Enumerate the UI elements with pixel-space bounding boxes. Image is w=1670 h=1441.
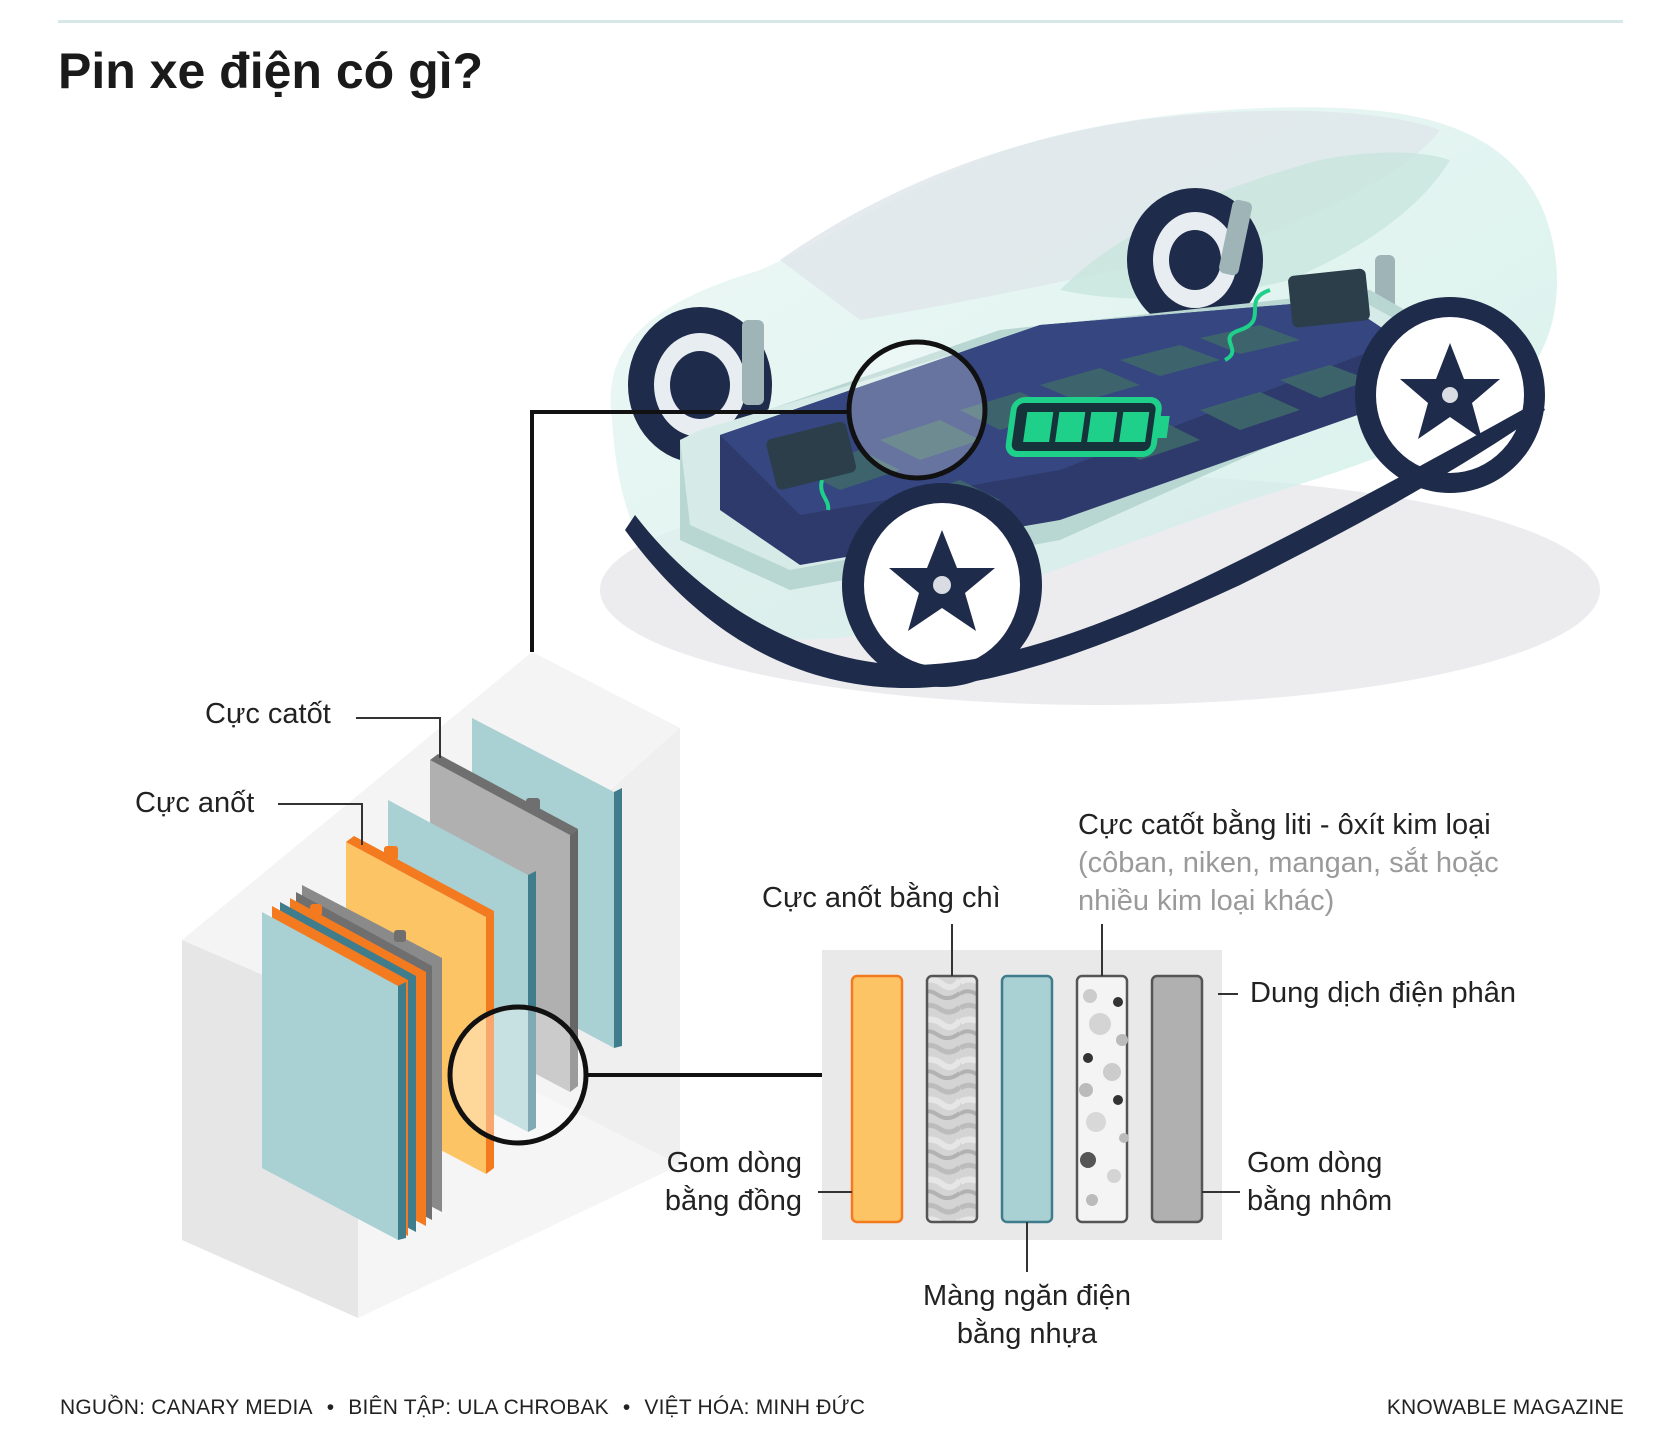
wheel-front-left [842, 483, 1042, 687]
footer-credits: NGUỒN: CANARY MEDIA•BIÊN TẬP: ULA CHROBA… [60, 1396, 866, 1419]
page-title: Pin xe điện có gì? [58, 43, 484, 99]
label-electrolyte: Dung dịch điện phân [1250, 977, 1517, 1009]
rear-motor [766, 421, 857, 490]
strut-1 [742, 320, 764, 405]
label-copper-collector-2: bằng đồng [664, 1185, 802, 1217]
strut-2 [1219, 199, 1252, 276]
car-zoom-circle [846, 339, 988, 481]
label-copper-collector-1: Gom dòng [666, 1147, 802, 1179]
leader-cathode [356, 717, 441, 758]
label-separator-1: Màng ngăn điện [923, 1280, 1131, 1312]
top-rule [58, 20, 1623, 23]
sheet-stack-front [262, 885, 442, 1240]
label-aluminum-collector-2: bằng nhôm [1247, 1185, 1393, 1217]
cell-zoom-circle [447, 1004, 589, 1146]
layer-copper-collector [850, 974, 904, 1224]
leader-lines [278, 717, 1240, 1272]
layer-graphite-anode [925, 974, 979, 1224]
layer-lithium-cathode [1075, 974, 1129, 1224]
car-underbody [625, 400, 1545, 689]
cell-layers-detail [822, 950, 1222, 1240]
label-cathode-lithium-metals: (côban, niken, mangan, sắt hoặc [1078, 847, 1499, 879]
footer-source: NGUỒN: CANARY MEDIA [60, 1396, 313, 1419]
car-illustration [600, 107, 1600, 705]
label-cathode: Cực catốt [205, 698, 331, 730]
layer-aluminum-collector [1150, 974, 1204, 1224]
layer-separator [1000, 974, 1054, 1224]
cable-rear [819, 479, 831, 511]
label-anode-graphite: Cực anốt bằng chì [762, 882, 1001, 914]
label-aluminum-collector-1: Gom dòng [1247, 1147, 1383, 1179]
front-motor [1288, 268, 1370, 328]
connector-car-to-cell [530, 410, 850, 652]
label-separator-2: bằng nhựa [956, 1318, 1098, 1350]
label-cathode-lithium-others: nhiều kim loại khác) [1078, 885, 1335, 917]
battery-icon [1005, 397, 1170, 457]
footer-publisher: KNOWABLE MAGAZINE [1386, 1396, 1624, 1419]
wheel-rear-right [1127, 188, 1263, 332]
label-anode: Cực anốt [135, 787, 255, 819]
cable-front [1223, 288, 1271, 362]
footer-translation: VIỆT HÓA: MINH ĐỨC [644, 1396, 866, 1419]
car-roof [780, 110, 1440, 321]
footer-editor: BIÊN TẬP: ULA CHROBAK [348, 1396, 609, 1419]
label-cathode-lithium: Cực catốt bằng liti - ôxít kim loại [1078, 809, 1491, 841]
leader-anode [278, 803, 363, 845]
battery-cell-illustration [182, 652, 680, 1318]
